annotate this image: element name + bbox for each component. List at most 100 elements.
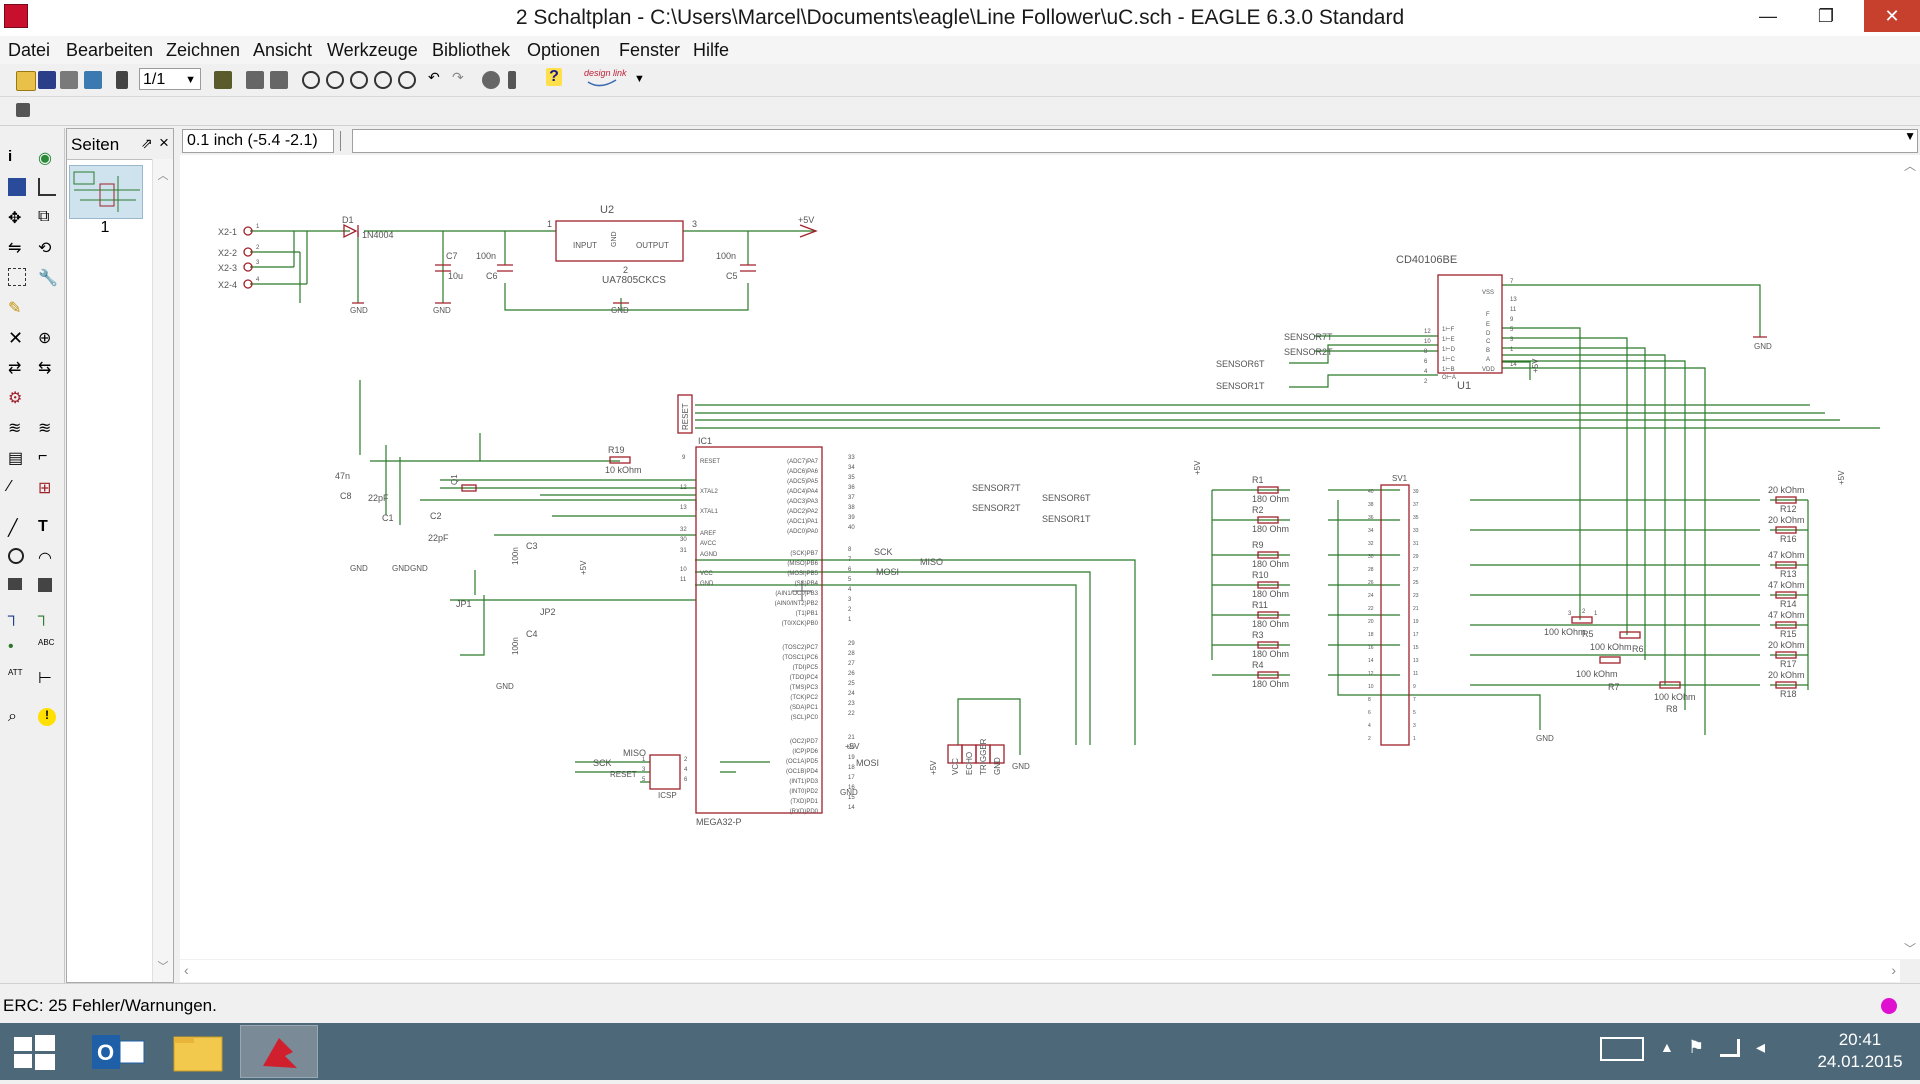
- taskbar-outlook[interactable]: O: [82, 1025, 160, 1078]
- scroll-down-icon[interactable]: ﹀: [1903, 942, 1916, 956]
- command-history-dropdown[interactable]: ▼: [1904, 129, 1916, 143]
- ulp2-icon[interactable]: [270, 71, 288, 89]
- close-button[interactable]: ✕: [1864, 0, 1920, 32]
- zoom-redraw-icon[interactable]: [374, 71, 392, 89]
- mirror-icon[interactable]: ⇋: [8, 240, 22, 257]
- pinswap-icon[interactable]: ⇄: [8, 360, 22, 377]
- print-icon[interactable]: [60, 71, 78, 89]
- schematic-canvas[interactable]: U2 INPUT OUTPUT GND 1 2 3 UA7805CKCS D1 …: [180, 155, 1900, 959]
- add-icon[interactable]: ⊕: [38, 330, 52, 347]
- copy-icon[interactable]: ⧉: [38, 208, 50, 225]
- redo-icon[interactable]: ↷: [452, 69, 464, 85]
- wire-icon[interactable]: ╱: [8, 520, 18, 537]
- canvas-horizontal-scrollbar[interactable]: ‹ ›: [180, 960, 1900, 982]
- menu-bearbeiten[interactable]: Bearbeiten: [66, 40, 154, 60]
- go-icon[interactable]: [508, 71, 516, 89]
- open-icon[interactable]: [16, 71, 36, 91]
- group-icon[interactable]: [8, 268, 26, 286]
- cam-icon[interactable]: [84, 71, 102, 89]
- pin-icon[interactable]: ⇗: [141, 135, 153, 151]
- start-button[interactable]: [0, 1025, 70, 1078]
- flag-icon[interactable]: ⚑: [1688, 1037, 1705, 1057]
- minimize-button[interactable]: —: [1759, 6, 1777, 26]
- layer-icon[interactable]: [16, 103, 30, 117]
- attribute-icon[interactable]: ATT: [8, 668, 23, 677]
- menu-datei[interactable]: Datei: [8, 40, 51, 60]
- designlink-dropdown-icon[interactable]: ▼: [634, 73, 645, 85]
- undo-icon[interactable]: ↶: [428, 69, 440, 85]
- label-icon[interactable]: ABC: [38, 638, 55, 647]
- taskbar-eagle[interactable]: [240, 1025, 318, 1078]
- menu-ansicht[interactable]: Ansicht: [253, 40, 313, 60]
- scroll-left-icon[interactable]: ‹: [184, 962, 189, 978]
- svg-text:32: 32: [680, 527, 687, 533]
- zoom-tool-icon[interactable]: ⌕: [8, 708, 17, 725]
- change-icon[interactable]: 🔧: [38, 270, 58, 287]
- display-icon[interactable]: [8, 178, 26, 196]
- replace-icon[interactable]: ⚙: [8, 390, 23, 407]
- mark-icon[interactable]: [38, 178, 56, 196]
- pages-scrollbar[interactable]: ︿ ﹀: [152, 159, 173, 982]
- rect-icon[interactable]: [8, 578, 22, 590]
- show-icon[interactable]: ◉: [38, 150, 52, 167]
- junction-icon[interactable]: •: [8, 638, 14, 655]
- invoke-icon[interactable]: ⊞: [38, 480, 52, 497]
- canvas-vertical-scrollbar[interactable]: ︿ ﹀: [1900, 155, 1920, 959]
- busy-indicator-icon[interactable]: [1881, 998, 1897, 1014]
- smash-icon[interactable]: ▤: [8, 450, 24, 467]
- chevron-up-icon[interactable]: ▲: [1660, 1039, 1674, 1055]
- eagle-app-icon[interactable]: [4, 4, 28, 28]
- script-icon[interactable]: [214, 71, 232, 89]
- keyboard-icon[interactable]: [1600, 1037, 1644, 1061]
- help-icon[interactable]: ?: [546, 68, 562, 86]
- command-input[interactable]: [352, 129, 1918, 153]
- arc-icon[interactable]: ◠: [38, 550, 52, 567]
- taskbar-explorer[interactable]: [160, 1025, 238, 1078]
- miter-icon[interactable]: ⌐: [38, 448, 48, 465]
- polygon-icon[interactable]: [38, 578, 52, 592]
- schematic-drawing[interactable]: U2 INPUT OUTPUT GND 1 2 3 UA7805CKCS D1 …: [180, 155, 1900, 959]
- r14-value: 47 kOhm: [1768, 580, 1805, 590]
- close-icon[interactable]: ×: [159, 133, 169, 152]
- net-icon[interactable]: ┐: [38, 608, 50, 625]
- save-icon[interactable]: [38, 71, 56, 89]
- info-icon[interactable]: i: [8, 148, 13, 165]
- scroll-up-icon[interactable]: ︿: [1903, 159, 1916, 173]
- name-icon[interactable]: ≋: [8, 420, 22, 437]
- page-select[interactable]: 1/1▼: [139, 68, 201, 90]
- zoom-fit-icon[interactable]: [302, 71, 320, 89]
- paste-icon[interactable]: ✎: [8, 300, 22, 317]
- move-icon[interactable]: ✥: [8, 210, 22, 227]
- page-thumbnail[interactable]: [69, 165, 143, 219]
- scroll-right-icon[interactable]: ›: [1891, 962, 1896, 978]
- value-icon[interactable]: ≋: [38, 420, 52, 437]
- zoom-in-icon[interactable]: [326, 71, 344, 89]
- menu-bibliothek[interactable]: Bibliothek: [432, 40, 511, 60]
- bus-icon[interactable]: ┐: [8, 608, 20, 625]
- zoom-select-icon[interactable]: [398, 71, 416, 89]
- network-icon[interactable]: [1720, 1039, 1740, 1057]
- text-icon[interactable]: T: [38, 518, 48, 535]
- menu-fenster[interactable]: Fenster: [619, 40, 681, 60]
- designlink-logo[interactable]: design link: [584, 66, 628, 94]
- zoom-out-icon[interactable]: [350, 71, 368, 89]
- menu-zeichnen[interactable]: Zeichnen: [166, 40, 241, 60]
- rotate-icon[interactable]: ⟲: [38, 240, 52, 257]
- clock[interactable]: 20:41 24.01.2015: [1810, 1029, 1910, 1073]
- board-switch-icon[interactable]: [116, 71, 128, 89]
- circle-icon[interactable]: [8, 548, 24, 564]
- maximize-button[interactable]: ❐: [1817, 6, 1835, 26]
- erc-icon[interactable]: !: [38, 708, 56, 726]
- split-icon[interactable]: ∕: [8, 478, 11, 495]
- scroll-up-icon[interactable]: ︿: [157, 170, 169, 182]
- menu-hilfe[interactable]: Hilfe: [693, 40, 730, 60]
- delete-icon[interactable]: ✕: [8, 328, 24, 348]
- ulp-icon[interactable]: [246, 71, 264, 89]
- dimension-icon[interactable]: ⊢: [38, 670, 52, 687]
- menu-optionen[interactable]: Optionen: [527, 40, 601, 60]
- gateswap-icon[interactable]: ⇆: [38, 360, 52, 377]
- scroll-down-icon[interactable]: ﹀: [157, 961, 169, 973]
- speaker-icon[interactable]: ◂: [1756, 1037, 1766, 1057]
- stop-icon[interactable]: [482, 71, 500, 89]
- menu-werkzeuge[interactable]: Werkzeuge: [327, 40, 418, 60]
